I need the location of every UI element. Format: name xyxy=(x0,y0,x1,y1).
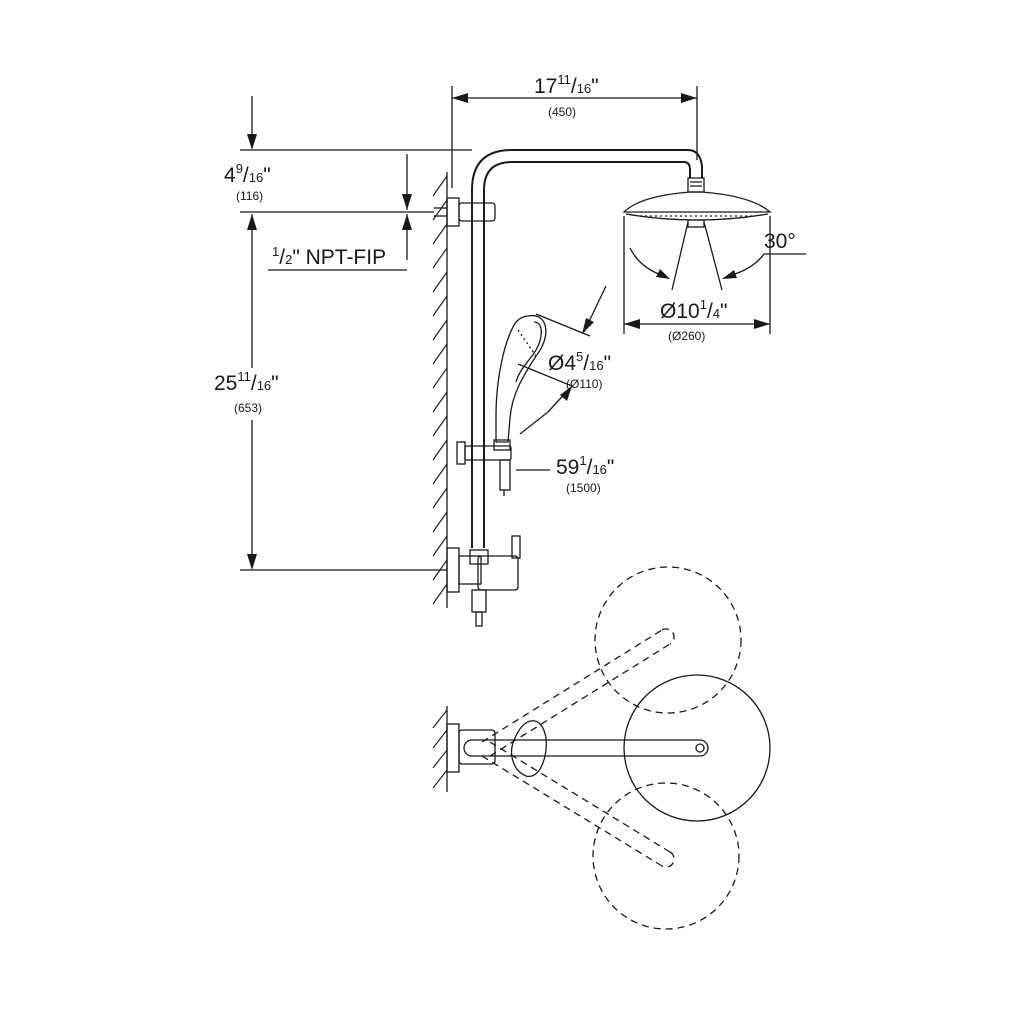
rail-height-label: 2511/16" xyxy=(214,369,279,395)
thread-spec: 1/2" NPT-FIP xyxy=(268,244,407,271)
head-diameter-label: Ø101/4" xyxy=(660,297,727,323)
top-wall-bracket xyxy=(434,197,496,227)
rail-height-mm: (653) xyxy=(234,401,262,415)
head-angle-indicator: 30° xyxy=(629,221,806,291)
reference-lines xyxy=(240,149,472,571)
bottom-bracket-diverter xyxy=(446,535,521,627)
arm-length-dimension: 1711/16" (450) xyxy=(451,72,698,188)
wall-hatching-top xyxy=(432,706,448,792)
head-angle-label: 30° xyxy=(764,230,796,253)
riser-pipe xyxy=(471,149,703,548)
head-diameter-dimension: Ø101/4" (Ø260) xyxy=(623,216,771,343)
thread-label: 1/2" NPT-FIP xyxy=(272,244,386,269)
head-shower-side xyxy=(622,177,772,228)
top-arm xyxy=(463,739,709,757)
side-view: 30° Ø101/4" (Ø260) xyxy=(214,72,806,627)
sliding-holder xyxy=(456,441,512,496)
top-bracket xyxy=(446,723,496,773)
hand-diameter-mm: (Ø110) xyxy=(566,377,602,391)
hose-length-label: 591/16" xyxy=(556,453,614,479)
outlet-offset-dimension: 49/16" (116) xyxy=(224,96,412,260)
rail-height-dimension: 2511/16" (653) xyxy=(214,214,279,570)
head-diameter-mm: (Ø260) xyxy=(668,329,705,343)
hand-shower-top xyxy=(511,720,547,777)
hose-length-mm: (1500) xyxy=(566,481,601,495)
hand-shower xyxy=(493,315,547,451)
hose-length-dimension: 591/16" (1500) xyxy=(516,453,614,495)
outlet-offset-mm: (116) xyxy=(236,189,263,203)
outlet-offset-label: 49/16" xyxy=(224,161,271,187)
swivel-positions xyxy=(481,566,742,930)
top-view xyxy=(432,566,771,930)
hand-diameter-label: Ø45/16" xyxy=(548,349,611,375)
arm-length-label: 1711/16" xyxy=(534,72,599,98)
arm-length-mm: (450) xyxy=(548,105,576,119)
wall-hatching-side xyxy=(432,172,448,608)
head-shower-top xyxy=(623,674,771,822)
hand-diameter-dimension: Ø45/16" (Ø110) xyxy=(517,285,611,435)
